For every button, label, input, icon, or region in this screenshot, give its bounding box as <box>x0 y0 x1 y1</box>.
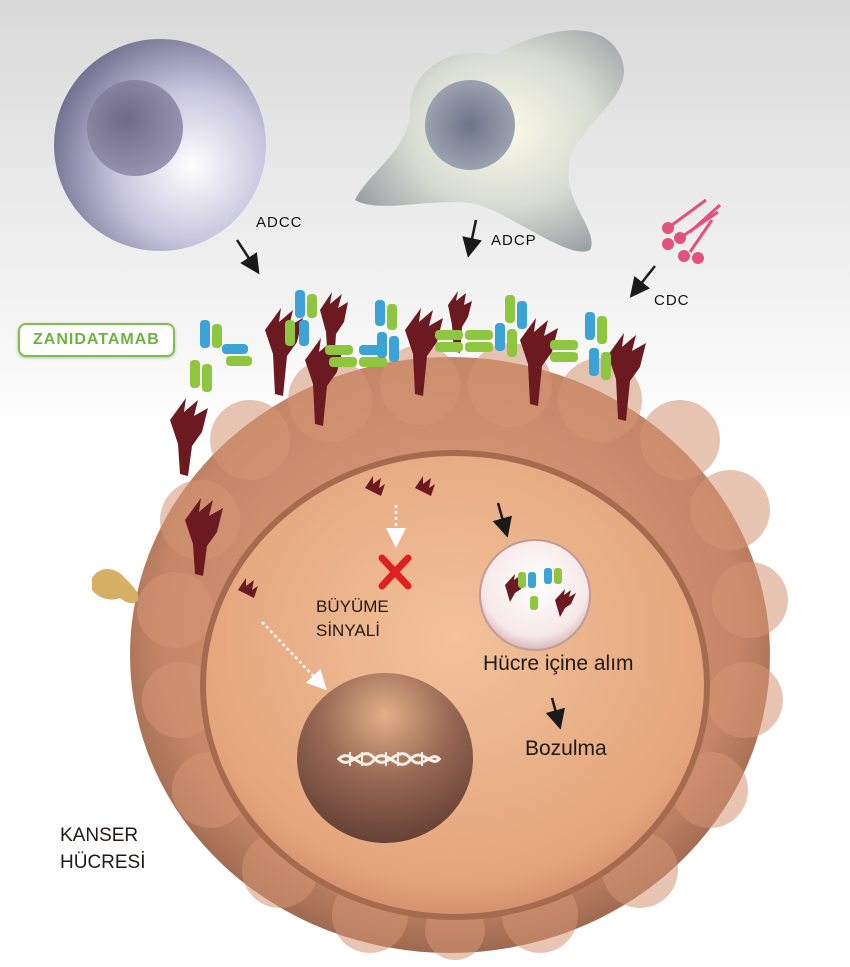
cdc-arrow <box>629 265 656 298</box>
cdc-label: CDC <box>654 292 690 309</box>
receptor-icon <box>170 398 208 476</box>
antibody-icon <box>190 320 252 392</box>
adcp-label: ADCP <box>491 232 537 249</box>
growth-signal-label-2: SİNYALİ <box>316 621 380 640</box>
block-x-icon <box>378 554 412 590</box>
receptor-icon <box>415 476 435 496</box>
degradation-arrow <box>545 697 566 730</box>
antibody-icon <box>550 340 578 362</box>
receptor-icon <box>608 333 646 421</box>
nk-cell-icon <box>54 39 266 251</box>
adcc-label: ADCC <box>256 214 303 231</box>
degradation-label: Bozulma <box>525 737 607 760</box>
antibody-group <box>190 290 611 392</box>
antibody-icon <box>435 330 493 352</box>
cancer-cell-label-1: KANSER <box>60 825 139 846</box>
complement-icon <box>662 198 722 264</box>
dna-icon <box>336 752 442 766</box>
cancer-cell-label-2: HÜCRESİ <box>60 852 146 873</box>
growth-signal-label-1: BÜYÜME <box>316 597 389 616</box>
internalization-arrow <box>492 502 512 538</box>
antibody-icon <box>585 312 611 380</box>
receptor-icon <box>365 476 385 496</box>
nucleus-signal-arrow <box>261 621 327 691</box>
antibody-icon <box>285 290 317 346</box>
endosome-icon <box>479 539 591 651</box>
antibody-icon <box>375 300 399 362</box>
internalization-label: Hücre içine alım <box>483 652 634 675</box>
macrophage-icon <box>355 30 625 252</box>
ligand-icon <box>92 569 139 604</box>
adcp-arrow <box>462 219 482 258</box>
adcc-arrow <box>235 239 260 275</box>
antibody-icon <box>325 345 387 367</box>
receptor-icon <box>238 578 258 598</box>
antibody-icon <box>495 295 527 357</box>
receptor-icon <box>185 498 223 576</box>
receptor-icon <box>405 308 443 396</box>
receptor-icon <box>520 318 558 406</box>
drug-name-badge: ZANIDATAMAB <box>18 323 175 357</box>
